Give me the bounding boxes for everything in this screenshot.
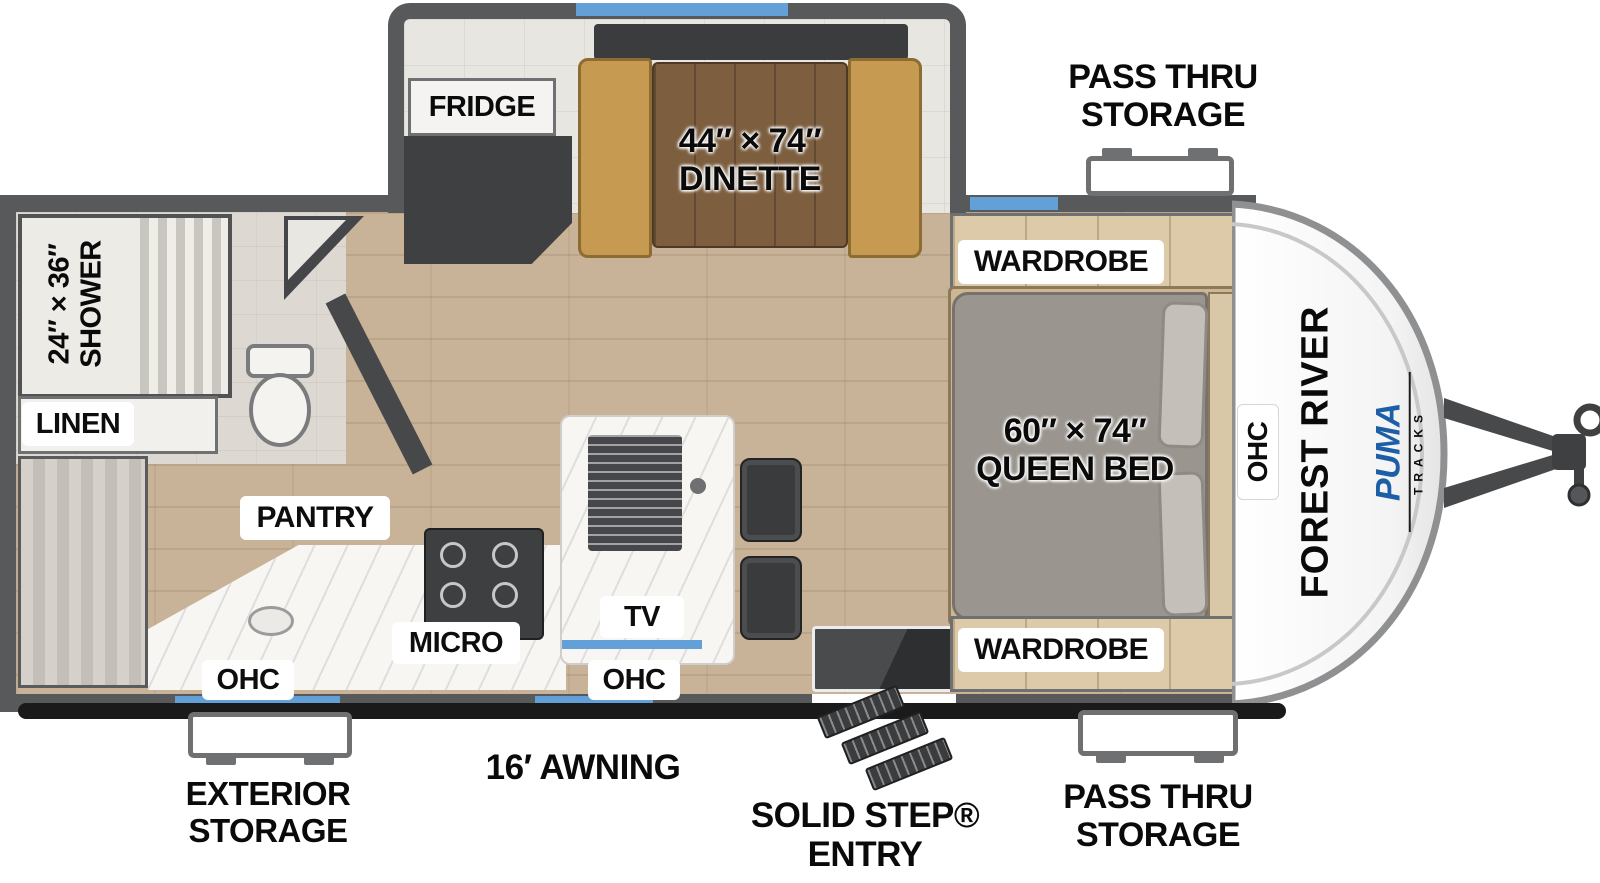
- linen-text: LINEN: [35, 407, 121, 440]
- model-logo: PUMA TRACKS: [1370, 372, 1427, 532]
- front-cap: [1232, 200, 1600, 708]
- manufacturer-text: FOREST RIVER: [1294, 305, 1337, 599]
- series-text: TRACKS: [1408, 372, 1427, 532]
- jack-wheel-icon: [1567, 483, 1591, 507]
- burner-icon: [440, 582, 466, 608]
- tv-text: TV: [623, 600, 661, 633]
- pass-thru-bottom-line2: STORAGE: [1075, 816, 1241, 855]
- ohc-center-label: OHC: [588, 660, 680, 700]
- dinette-bench-left: [578, 58, 652, 258]
- pass-thru-top-line2: STORAGE: [1080, 96, 1246, 135]
- compartment-tab: [304, 756, 334, 765]
- pass-thru-storage-bottom-label: PASS THRU STORAGE: [1050, 778, 1266, 854]
- kitchen-sink: [248, 606, 294, 636]
- entry-text: SOLID STEP® ENTRY: [750, 796, 980, 875]
- dinette-bench-right: [848, 58, 922, 258]
- compartment-tab: [1096, 754, 1126, 763]
- island-sink-vent: [588, 435, 682, 551]
- exterior-storage-compartment: [188, 712, 352, 758]
- wardrobe-top-text: WARDROBE: [973, 245, 1149, 278]
- bedroom-window: [970, 197, 1058, 210]
- tv-label: TV: [600, 596, 684, 638]
- stove: [424, 528, 544, 640]
- top-wall-left: [0, 195, 404, 212]
- ohc-left-text: OHC: [216, 663, 280, 696]
- bedroom-ohc-text: OHC: [1242, 421, 1273, 483]
- ohc-center-text: OHC: [602, 663, 666, 696]
- pass-thru-storage-top-label: PASS THRU STORAGE: [1056, 58, 1270, 134]
- compartment-tab: [206, 756, 236, 765]
- micro-text: MICRO: [408, 626, 504, 659]
- faucet-icon: [690, 478, 706, 494]
- dinette-table: [652, 62, 848, 248]
- hitch-bar-top: [1444, 398, 1556, 452]
- linen-label: LINEN: [22, 402, 134, 446]
- fridge-label: FRIDGE: [428, 90, 536, 123]
- exterior-storage-label: EXTERIOR STORAGE: [164, 775, 372, 850]
- burner-icon: [440, 542, 466, 568]
- model-text: PUMA: [1369, 402, 1408, 502]
- compartment-tab: [1194, 754, 1224, 763]
- wardrobe-top-label: WARDROBE: [958, 240, 1164, 284]
- pass-thru-bottom-compartment: [1078, 710, 1238, 756]
- dinette-label-block: 44″ × 74″ DINETTE: [618, 122, 882, 198]
- shower-label-block: 24″ × 36″ SHOWER: [44, 197, 109, 411]
- pantry-text: PANTRY: [256, 501, 375, 534]
- micro-label: MICRO: [392, 622, 520, 664]
- wardrobe-bottom-label: WARDROBE: [958, 628, 1164, 672]
- pass-thru-bottom-line1: PASS THRU: [1063, 778, 1253, 816]
- manufacturer-logo: FOREST RIVER: [1295, 252, 1338, 652]
- pass-thru-top-line1: PASS THRU: [1068, 58, 1258, 96]
- bed-name: QUEEN BED: [976, 450, 1174, 489]
- slideout-walls: [388, 3, 966, 213]
- exterior-storage-line1: EXTERIOR: [185, 775, 351, 812]
- kitchen-counter-dark: [404, 136, 572, 264]
- tv-strip: [562, 640, 702, 649]
- dinette-size: 44″ × 74″: [678, 122, 822, 160]
- slideout-window: [576, 3, 788, 16]
- jack-post: [1574, 462, 1584, 490]
- awning-label: 16′ AWNING: [468, 748, 698, 787]
- pillow: [1157, 471, 1209, 617]
- hitch-coupler: [1552, 434, 1586, 470]
- wardrobe-bottom-text: WARDROBE: [973, 633, 1149, 666]
- fridge: FRIDGE: [408, 78, 556, 136]
- chair: [740, 458, 802, 542]
- pass-thru-top-compartment: [1086, 156, 1234, 196]
- ohc-left-label: OHC: [202, 660, 294, 700]
- awning-text: 16′ AWNING: [485, 748, 681, 787]
- entry-label: SOLID STEP® ENTRY: [690, 796, 1040, 874]
- queen-bed-label-block: 60″ × 74″ QUEEN BED: [940, 412, 1210, 488]
- dinette-name: DINETTE: [679, 160, 821, 199]
- bed-size: 60″ × 74″: [1003, 412, 1147, 450]
- closet: [18, 456, 148, 688]
- shower-door: [140, 218, 228, 394]
- chair: [740, 556, 802, 640]
- burner-icon: [492, 542, 518, 568]
- shower-size: 24″ × 36″: [43, 243, 76, 365]
- entry-step-platform: [812, 626, 958, 692]
- dinette-window-shade: [594, 24, 908, 60]
- bedroom-ohc-label: OHC: [1237, 404, 1279, 500]
- exterior-storage-line2: STORAGE: [188, 811, 348, 849]
- compartment-tab: [1102, 148, 1132, 157]
- shower-name: SHOWER: [76, 240, 108, 368]
- front-cap-inner-line: [1232, 222, 1425, 686]
- rear-wall: [0, 195, 16, 712]
- toilet-icon: [246, 344, 314, 447]
- jack-handle-icon: [1573, 403, 1600, 437]
- hitch-bar-bottom: [1444, 454, 1556, 508]
- burner-icon: [492, 582, 518, 608]
- compartment-tab: [1188, 148, 1218, 157]
- pantry-label: PANTRY: [240, 496, 390, 540]
